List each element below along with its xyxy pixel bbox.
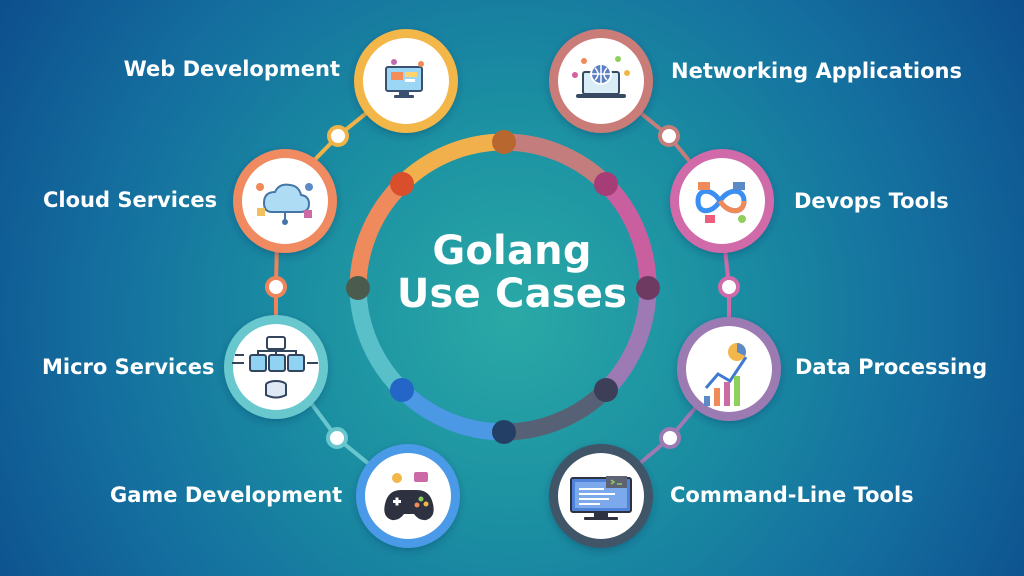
ring-node-command-line-tools bbox=[492, 420, 516, 444]
ring-node-cloud-services bbox=[390, 172, 414, 196]
networking-applications-icon bbox=[572, 56, 630, 98]
game-development-icon bbox=[384, 472, 434, 521]
networking-applications-node bbox=[549, 29, 653, 133]
ring-node-networking-applications bbox=[594, 172, 618, 196]
cloud-services-icon bbox=[256, 183, 313, 225]
label-data-processing: Data Processing bbox=[795, 355, 988, 379]
title-line-2: Use Cases bbox=[396, 271, 628, 318]
ring-node-micro-services bbox=[346, 276, 370, 300]
link-joint-lower-right bbox=[659, 427, 681, 449]
label-devops-tools: Devops Tools bbox=[794, 189, 949, 213]
data-processing-icon bbox=[704, 343, 748, 406]
label-game-development: Game Development bbox=[110, 483, 343, 507]
title-line-1: Golang bbox=[432, 228, 592, 274]
data-processing-node bbox=[677, 317, 781, 421]
web-development-icon bbox=[385, 59, 424, 98]
link-joint-lower-left bbox=[326, 427, 348, 449]
label-web-development: Web Development bbox=[123, 57, 340, 81]
game-development-node bbox=[356, 444, 460, 548]
link-joint-mid-left bbox=[265, 276, 287, 298]
center-title: Golang Use Cases bbox=[372, 228, 652, 318]
label-networking-applications: Networking Applications bbox=[671, 59, 962, 83]
devops-tools-icon bbox=[695, 182, 747, 223]
devops-tools-node bbox=[670, 149, 774, 253]
ring-node-data-processing bbox=[594, 378, 618, 402]
micro-services-icon bbox=[232, 336, 318, 399]
link-joint-upper-right bbox=[658, 125, 680, 147]
link-joint-upper-left bbox=[327, 125, 349, 147]
command-line-tools-icon bbox=[570, 476, 632, 520]
central-ring bbox=[346, 130, 660, 444]
cloud-services-node bbox=[233, 149, 337, 253]
command-line-tools-node bbox=[549, 444, 653, 548]
ring-node-web-development bbox=[492, 130, 516, 154]
ring-node-game-development bbox=[390, 378, 414, 402]
label-cloud-services: Cloud Services bbox=[43, 188, 218, 212]
web-development-node bbox=[354, 29, 458, 133]
label-micro-services: Micro Services bbox=[42, 355, 215, 379]
link-joint-mid-right bbox=[718, 276, 740, 298]
ring-node-devops-tools bbox=[636, 276, 660, 300]
label-command-line-tools: Command-Line Tools bbox=[670, 483, 914, 507]
micro-services-node bbox=[224, 315, 328, 419]
